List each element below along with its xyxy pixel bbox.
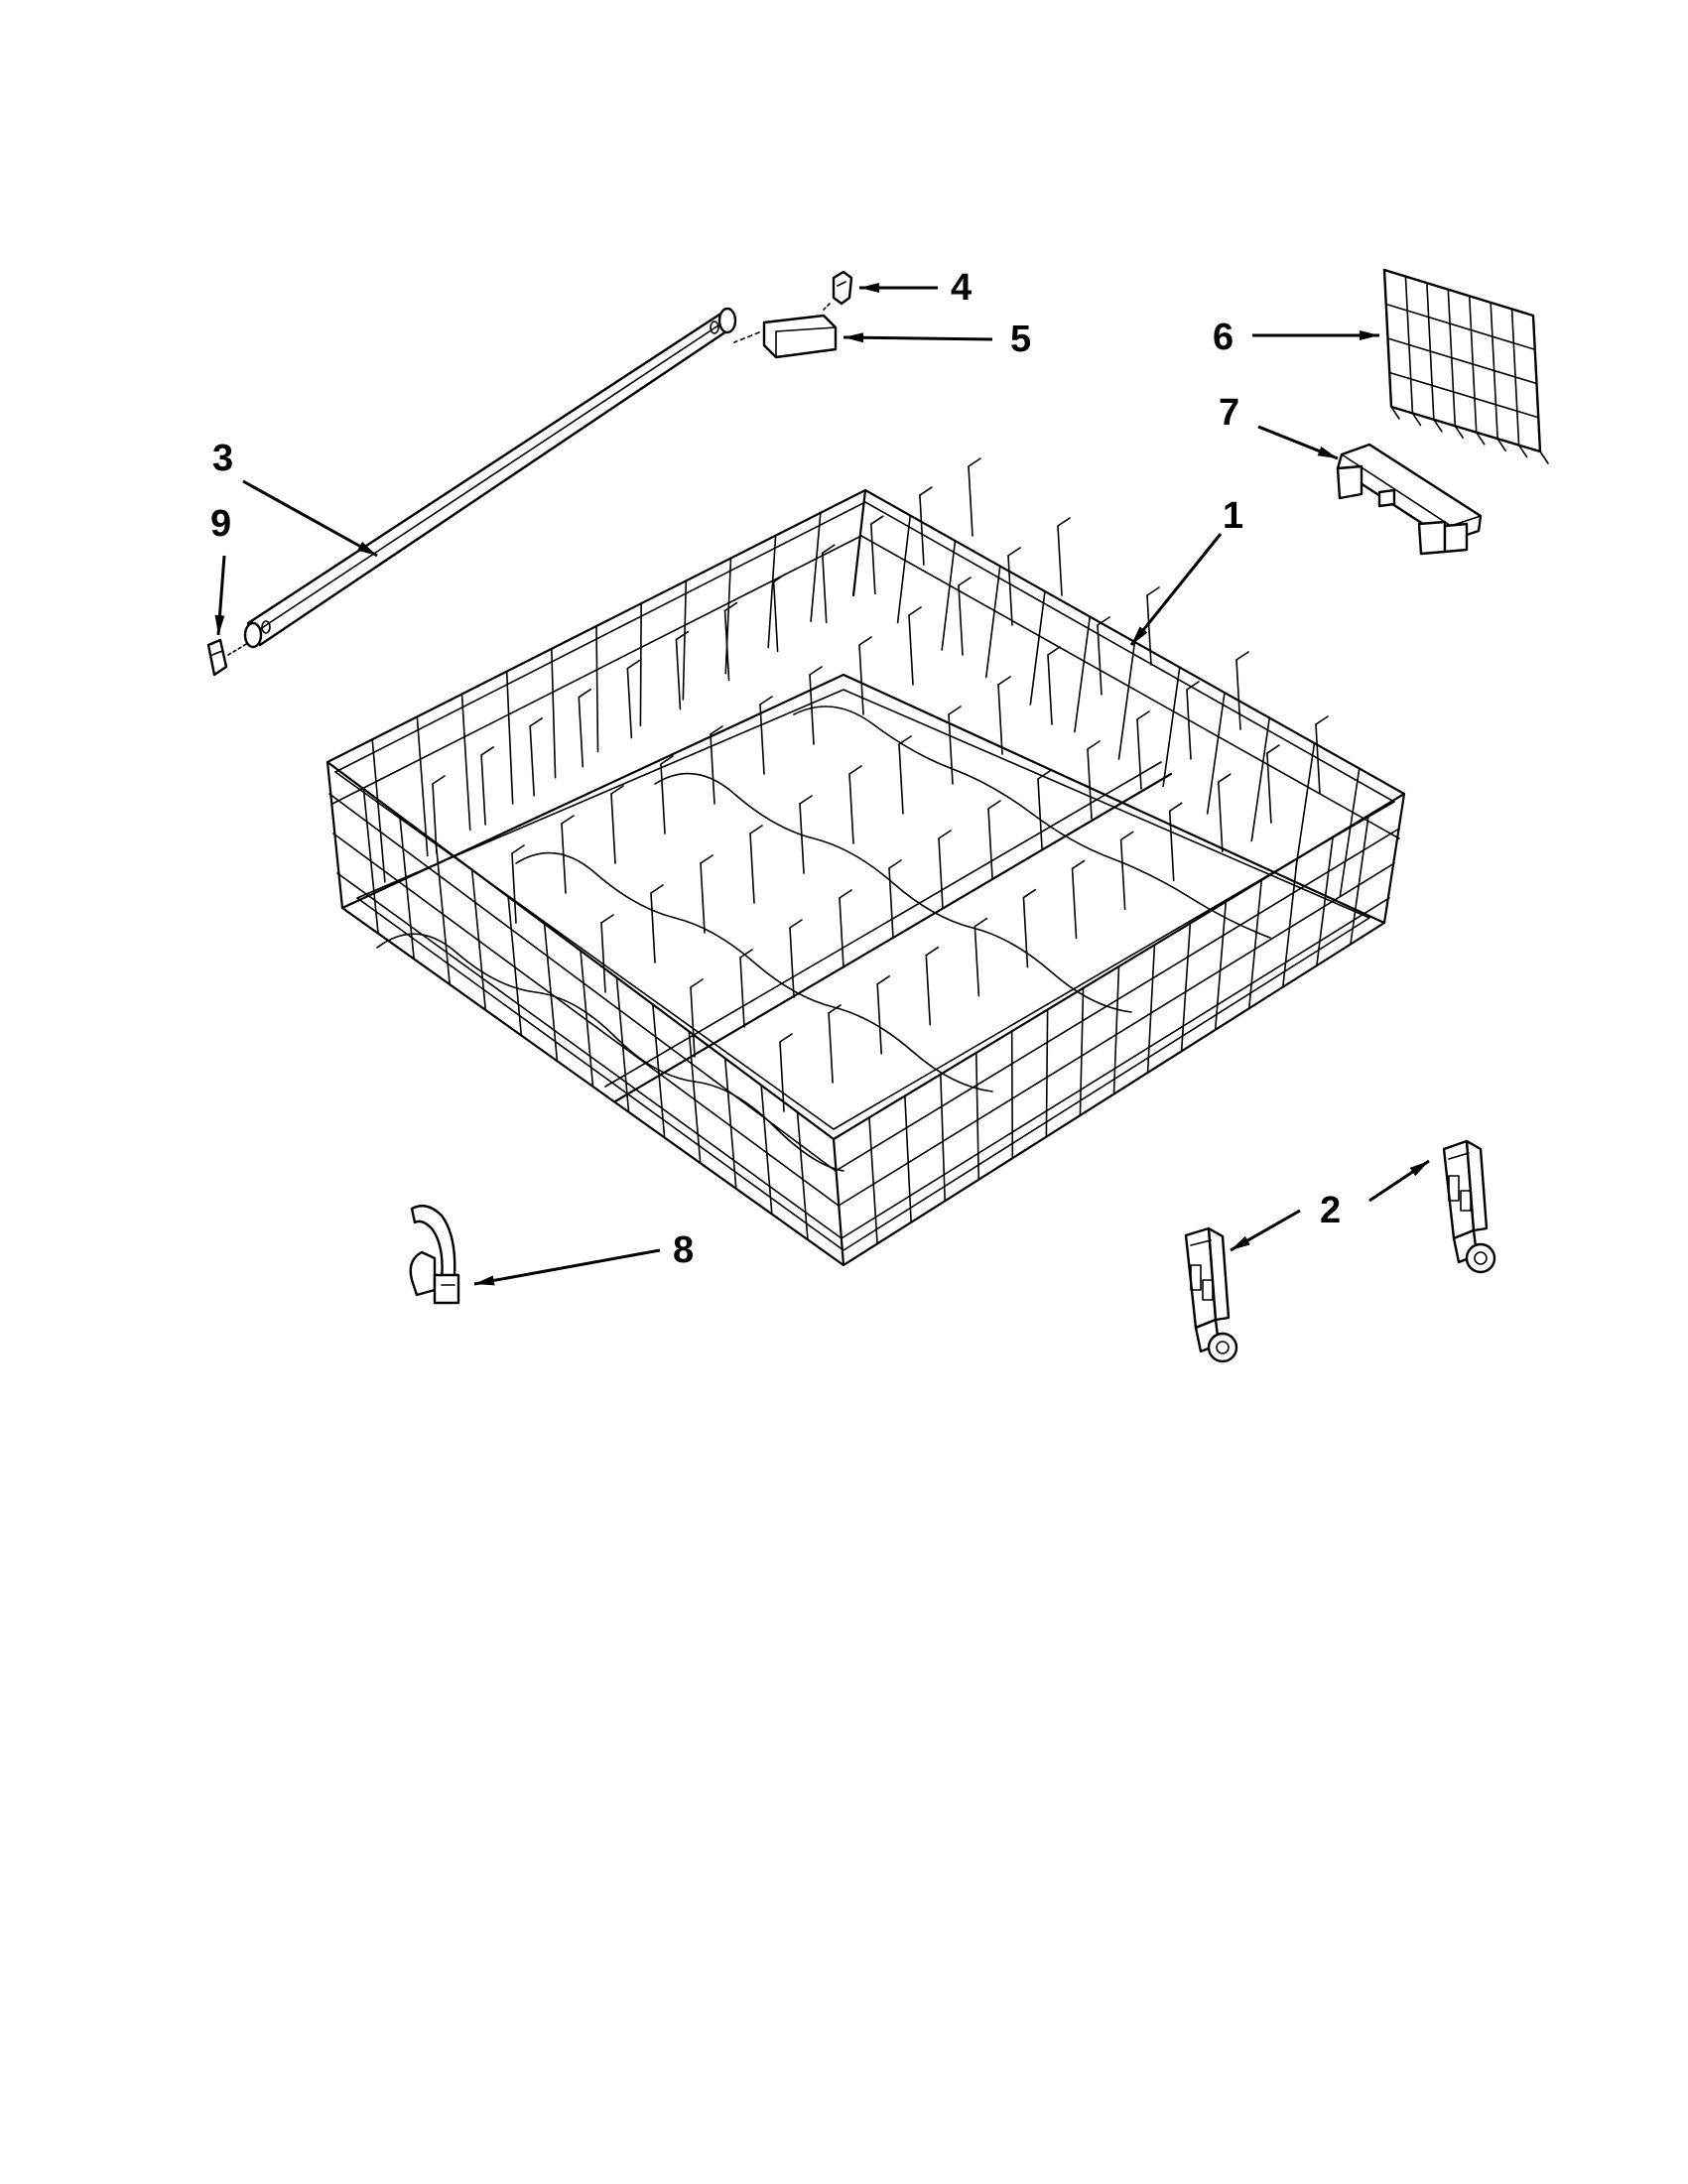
leader-5 <box>843 332 993 343</box>
rack-slide-rail <box>243 307 737 649</box>
leader-3 <box>242 479 378 558</box>
callout-6: 6 <box>1213 317 1234 358</box>
leader-2a <box>1230 1209 1301 1252</box>
rack-handle <box>1336 443 1483 556</box>
upper-dish-rack <box>325 457 1406 1267</box>
callout-1: 1 <box>1223 495 1243 537</box>
leader-2b <box>1368 1159 1430 1203</box>
callout-2: 2 <box>1320 1190 1341 1231</box>
callout-7: 7 <box>1219 392 1239 434</box>
callout-9: 9 <box>210 503 231 545</box>
fold-down-tine-shelf <box>1382 268 1549 464</box>
rail-clip <box>823 270 853 311</box>
callout-3: 3 <box>212 438 233 479</box>
leader-1 <box>1129 533 1223 646</box>
callout-8: 8 <box>673 1229 694 1271</box>
rail-end-stop <box>733 314 838 359</box>
rack-wheel-assembly-front <box>1184 1226 1238 1363</box>
callout-labels: 1 2 3 4 5 6 7 8 9 <box>210 267 1341 1271</box>
rail-end-cap <box>206 638 249 677</box>
callout-4: 4 <box>951 267 972 309</box>
callout-5: 5 <box>1010 319 1031 360</box>
leader-7 <box>1257 425 1339 460</box>
leader-8 <box>473 1248 661 1286</box>
leader-9 <box>214 555 226 636</box>
rack-wheel-assembly-rear <box>1442 1139 1496 1274</box>
rack-spring-clip <box>409 1205 460 1305</box>
leader-lines <box>214 283 1430 1286</box>
